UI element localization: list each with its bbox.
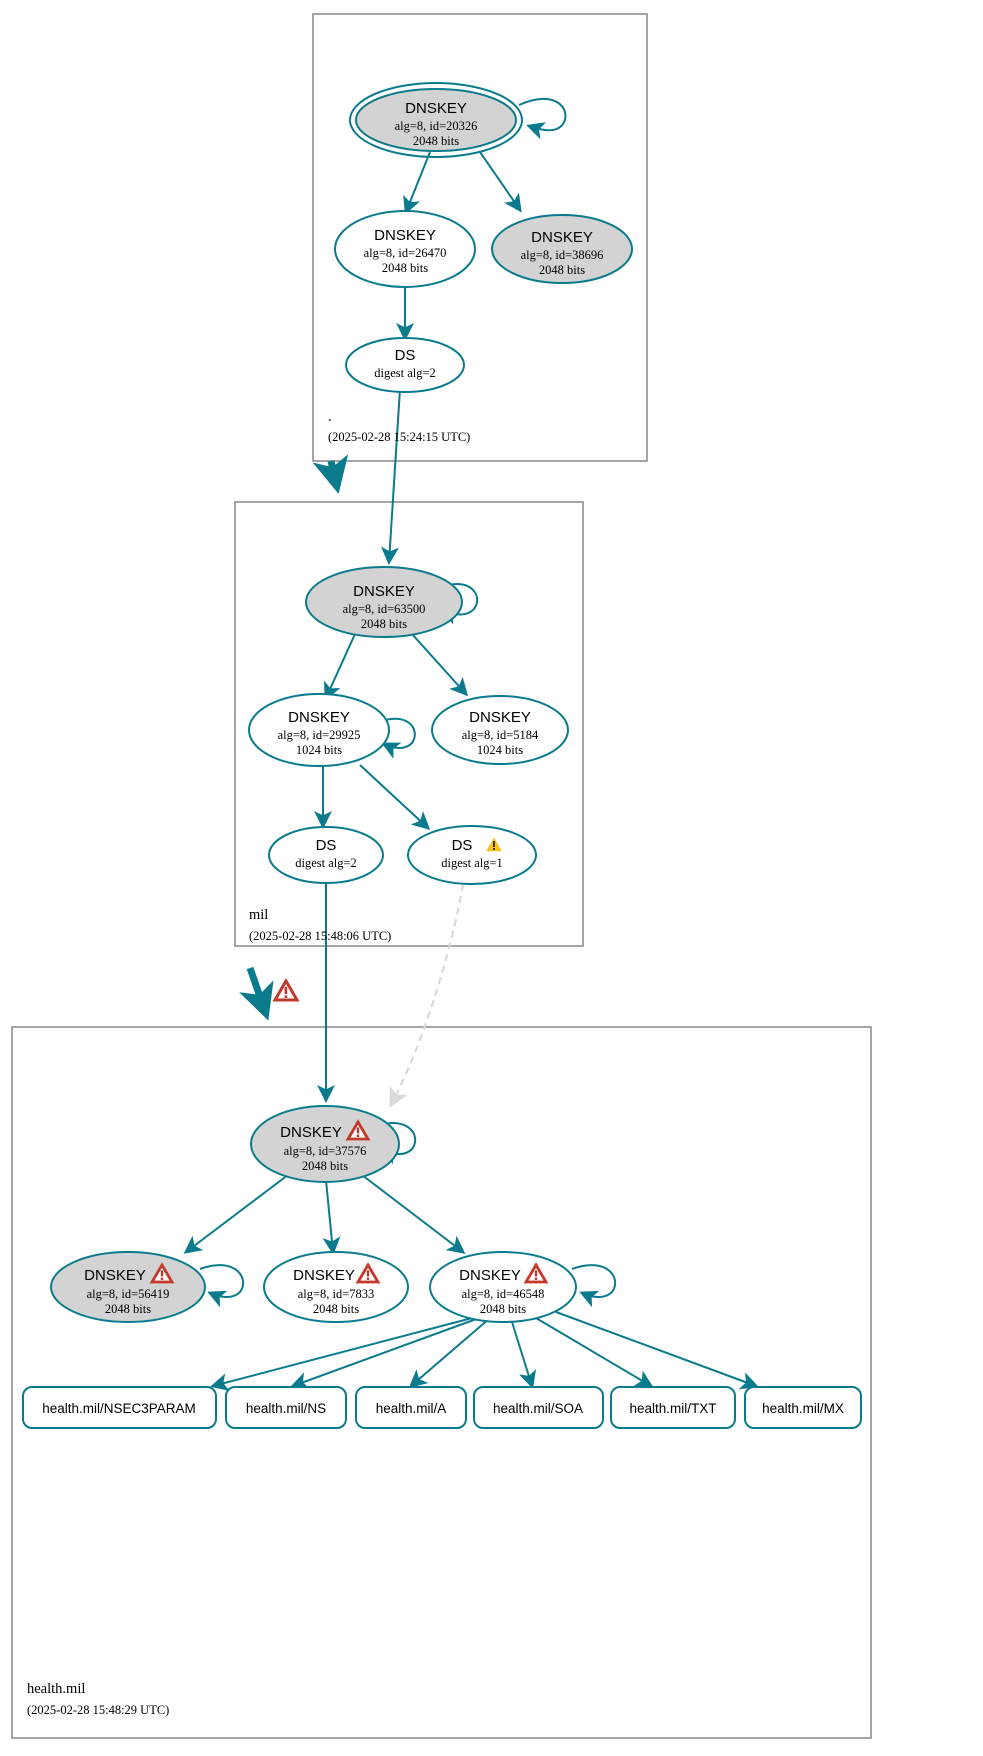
node-alg-id: alg=8, id=38696 [521,248,604,262]
node-alg-id: digest alg=2 [295,856,357,870]
node-label: DS [316,837,337,854]
error-triangle-icon [149,1262,175,1284]
edge-root-ds-to-mil-ksk [380,388,401,565]
rrset-label: health.mil/SOA [493,1401,583,1416]
node-alg-id: alg=8, id=5184 [462,728,539,742]
zone-label-mil: mil [249,907,268,923]
edge-mil-29925-self [376,717,416,759]
edge-hm-46548-to-a [408,1317,491,1388]
node-alg-id: alg=8, id=7833 [298,1287,375,1301]
node-label: DNSKEY [405,100,467,117]
node-bits: 2048 bits [539,263,585,277]
rrset-health-mil-ns[interactable]: health.mil/NS [225,1386,347,1429]
node-ds-mil-digest-alg1[interactable]: DS digest alg=1 [407,825,537,885]
node-label: DNSKEY [84,1267,146,1284]
edge-hm-ksk-to-56419 [183,1174,289,1254]
rrset-label: health.mil/NSEC3PARAM [42,1401,196,1416]
node-label: DS [452,837,473,854]
error-triangle-icon [345,1119,371,1141]
edge-mil-ksk-to-5184 [411,633,469,697]
rrset-label: health.mil/NS [246,1401,326,1416]
zone-label-root: . [328,409,332,425]
node-ds-root[interactable]: DS digest alg=2 [345,337,465,393]
node-dnskey-56419[interactable]: DNSKEY alg=8, id=56419 2048 bits [50,1251,206,1323]
edge-hm-46548-to-mx [555,1311,759,1390]
node-bits: 1024 bits [296,743,342,757]
rrset-health-mil-a[interactable]: health.mil/A [355,1386,467,1429]
node-bits: 2048 bits [480,1302,526,1316]
edge-root-ksk-to-26470 [403,151,431,215]
node-dnskey-46548[interactable]: DNSKEY alg=8, id=46548 2048 bits [429,1251,577,1323]
edge-delegation-mil-to-health-mil [239,966,274,1021]
node-dnskey-20326[interactable]: DNSKEY alg=8, id=20326 2048 bits [349,82,523,158]
node-label: DNSKEY [280,1124,342,1141]
error-triangle-icon [523,1262,549,1284]
node-label: DNSKEY [469,709,531,726]
node-bits: 2048 bits [382,261,428,275]
node-alg-id: digest alg=2 [374,366,436,380]
node-alg-id: alg=8, id=20326 [395,119,478,133]
node-label: DNSKEY [374,227,436,244]
node-bits: 2048 bits [361,617,407,631]
node-label: DNSKEY [353,583,415,600]
rrset-health-mil-mx[interactable]: health.mil/MX [744,1386,862,1429]
zone-timestamp-health-mil: (2025-02-28 15:48:29 UTC) [27,1703,169,1717]
node-label: DNSKEY [459,1267,521,1284]
edge-hm-ksk-to-46548 [361,1174,466,1254]
rrset-health-mil-soa[interactable]: health.mil/SOA [473,1386,604,1429]
node-alg-id: alg=8, id=63500 [343,602,426,616]
edge-root-ksk-to-38696 [479,151,522,213]
node-alg-id: alg=8, id=26470 [364,246,447,260]
node-ds-mil-digest-alg2[interactable]: DS digest alg=2 [268,826,384,884]
node-bits: 2048 bits [313,1302,359,1316]
node-alg-id: alg=8, id=46548 [462,1287,545,1301]
node-dnskey-29925[interactable]: DNSKEY alg=8, id=29925 1024 bits [248,693,390,767]
node-dnskey-7833[interactable]: DNSKEY alg=8, id=7833 2048 bits [263,1251,409,1323]
warning-triangle-icon [483,834,505,853]
rrset-label: health.mil/TXT [629,1401,716,1416]
node-bits: 2048 bits [302,1159,348,1173]
edge-hm-46548-to-soa [511,1321,537,1389]
zone-timestamp-mil: (2025-02-28 15:48:06 UTC) [249,929,391,943]
edge-mil-29925-to-ds-alg1 [359,764,431,831]
error-triangle-icon [355,1262,381,1284]
edge-mil-ksk-to-29925 [323,633,356,701]
edge-mil-ds-alg1-to-health-mil-ksk-broken [389,883,465,1108]
node-dnskey-26470[interactable]: DNSKEY alg=8, id=26470 2048 bits [334,210,476,288]
node-alg-id: digest alg=1 [441,856,503,870]
node-dnskey-38696[interactable]: DNSKEY alg=8, id=38696 2048 bits [491,214,633,284]
rrset-label: health.mil/MX [762,1401,844,1416]
edge-hm-46548-self [571,1264,617,1308]
edge-hm-ksk-to-7833 [322,1179,341,1255]
node-alg-id: alg=8, id=29925 [278,728,361,742]
zone-box-health-mil [11,1026,872,1739]
node-label: DNSKEY [531,229,593,246]
node-alg-id: alg=8, id=37576 [284,1144,367,1158]
edge-root-ksk-self [518,97,567,140]
edge-hm-46548-to-ns [290,1317,480,1390]
zone-timestamp-root: (2025-02-28 15:24:15 UTC) [328,430,470,444]
rrset-health-mil-nsec3param[interactable]: health.mil/NSEC3PARAM [22,1386,217,1429]
node-label: DS [395,347,416,364]
edge-delegation-root-to-mil [312,454,349,494]
node-dnskey-37576[interactable]: DNSKEY alg=8, id=37576 2048 bits [250,1105,400,1183]
node-bits: 1024 bits [477,743,523,757]
edge-hm-56419-self [199,1264,245,1308]
error-triangle-icon-delegation [272,978,300,1002]
zone-label-health-mil: health.mil [27,1681,85,1697]
edge-hm-46548-to-txt [535,1317,654,1388]
node-dnskey-5184[interactable]: DNSKEY alg=8, id=5184 1024 bits [431,695,569,765]
node-dnskey-63500[interactable]: DNSKEY alg=8, id=63500 2048 bits [305,566,463,638]
rrset-health-mil-txt[interactable]: health.mil/TXT [610,1386,736,1429]
node-bits: 2048 bits [105,1302,151,1316]
rrset-label: health.mil/A [376,1401,447,1416]
node-alg-id: alg=8, id=56419 [87,1287,170,1301]
edge-hm-46548-to-nsec3param [210,1317,473,1391]
node-bits: 2048 bits [413,134,459,148]
node-label: DNSKEY [293,1267,355,1284]
node-label: DNSKEY [288,709,350,726]
